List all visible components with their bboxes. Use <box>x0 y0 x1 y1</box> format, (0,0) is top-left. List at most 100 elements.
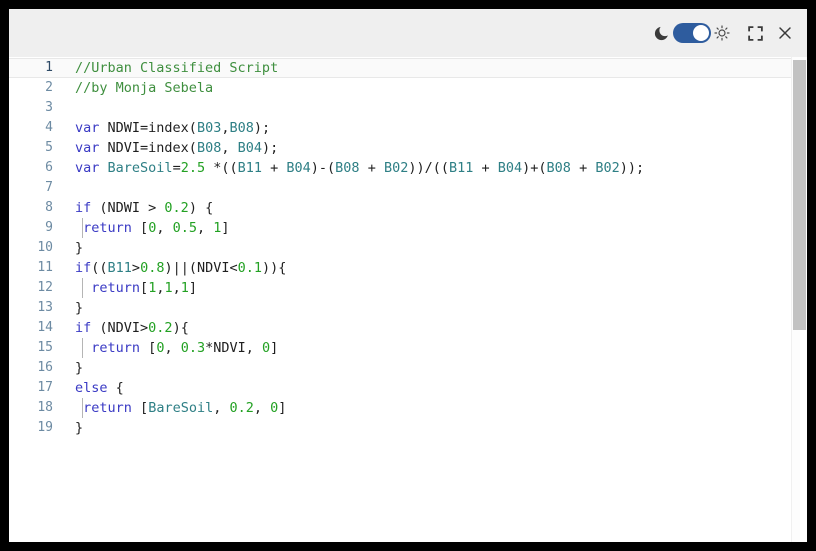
theme-toggle-knob <box>693 25 709 41</box>
script-editor-window: 1 //Urban Classified Script 2 //by Monja Se… <box>9 9 807 542</box>
code-token: ))/(( <box>408 160 449 176</box>
code-token: B04 <box>286 160 311 176</box>
editor-row: 4 var NDWI=index(B03,B08); <box>9 118 807 138</box>
editor-row: 15 return [0, 0.3*NDVI, 0] <box>9 338 807 358</box>
close-button[interactable] <box>777 25 793 41</box>
line-number: 6 <box>45 160 53 175</box>
code-token: B03 <box>196 120 222 136</box>
indent-guide-line <box>82 218 83 238</box>
code-token: *(( <box>205 160 238 176</box>
code-token: 0.2 <box>148 320 173 336</box>
code-token: , <box>172 280 181 296</box>
editor-row: 9 return [0, 0.5, 1] <box>9 218 807 238</box>
code-line[interactable]: return [0, 0.5, 1] <box>75 218 807 238</box>
scrollbar-thumb[interactable] <box>793 60 806 330</box>
code-token: //by Monja Sebela <box>75 80 214 96</box>
code-line[interactable]: } <box>75 418 807 438</box>
code-editor[interactable]: 1 //Urban Classified Script 2 //by Monja Se… <box>9 57 807 542</box>
code-token: 1 <box>164 280 173 296</box>
code-token: + <box>570 160 596 176</box>
line-number: 2 <box>45 80 53 95</box>
code-line[interactable]: if (NDWI > 0.2) { <box>75 198 807 218</box>
code-token: , <box>156 280 165 296</box>
fullscreen-button[interactable] <box>747 25 764 42</box>
code-line[interactable] <box>75 178 807 198</box>
editor-row: 17 else { <box>9 378 807 398</box>
code-token: )||(NDVI< <box>164 260 238 276</box>
code-line[interactable]: else { <box>75 378 807 398</box>
code-token: , <box>213 400 230 416</box>
code-token: BareSoil <box>148 400 214 416</box>
editor-row: 6 var BareSoil=2.5 *((B11 + B04)-(B08 + B… <box>9 158 807 178</box>
code-token: B11 <box>448 160 474 176</box>
code-token: B11 <box>107 260 132 276</box>
moon-icon[interactable] <box>653 25 670 42</box>
code-token: [ <box>140 340 157 356</box>
code-token: if <box>75 200 92 216</box>
theme-toggle[interactable] <box>673 23 711 43</box>
line-number: 7 <box>45 180 53 195</box>
code-token: //Urban Classified Script <box>75 60 279 76</box>
editor-row: 12 return[1,1,1] <box>9 278 807 298</box>
code-line[interactable]: return [BareSoil, 0.2, 0] <box>75 398 807 418</box>
code-token: NDVI=index( <box>99 140 197 156</box>
code-token: { <box>107 380 124 396</box>
code-token: else <box>75 380 108 396</box>
code-token: B04 <box>497 160 523 176</box>
code-line[interactable]: var BareSoil=2.5 *((B11 + B04)-(B08 + B0… <box>75 158 807 178</box>
editor-row: 14 if (NDVI>0.2){ <box>9 318 807 338</box>
code-token: ] <box>221 220 230 236</box>
code-token: B02 <box>383 160 409 176</box>
line-number: 17 <box>37 380 53 395</box>
code-line[interactable]: return[1,1,1] <box>75 278 807 298</box>
code-token: + <box>262 160 287 176</box>
code-token: if <box>75 260 92 276</box>
code-line[interactable]: //Urban Classified Script <box>75 59 807 77</box>
code-token: 0.5 <box>172 220 197 236</box>
code-line[interactable]: } <box>75 358 807 378</box>
code-line[interactable]: //by Monja Sebela <box>75 78 807 98</box>
code-token: var <box>75 140 100 156</box>
code-token: , <box>221 140 238 156</box>
scrollbar-track[interactable] <box>791 57 807 542</box>
code-token: var <box>75 160 100 176</box>
code-line[interactable]: if (NDVI>0.2){ <box>75 318 807 338</box>
code-token: } <box>75 300 84 316</box>
code-line[interactable]: var NDVI=index(B08, B04); <box>75 138 807 158</box>
code-token: , <box>156 220 173 236</box>
code-token: , <box>221 120 230 136</box>
code-token: return <box>91 340 141 356</box>
editor-row: 1 //Urban Classified Script <box>9 58 807 78</box>
line-number: 16 <box>37 360 53 375</box>
code-line[interactable]: var NDWI=index(B03,B08); <box>75 118 807 138</box>
line-number: 1 <box>45 60 53 75</box>
code-token: 0 <box>156 340 165 356</box>
code-line[interactable]: if((B11>0.8)||(NDVI<0.1)){ <box>75 258 807 278</box>
code-token: 0 <box>270 400 279 416</box>
code-token: B04 <box>237 140 262 156</box>
code-token: } <box>75 420 84 436</box>
line-number: 9 <box>45 220 53 235</box>
code-line[interactable]: } <box>75 298 807 318</box>
code-line[interactable] <box>75 98 807 118</box>
code-token: (( <box>91 260 108 276</box>
code-token: B02 <box>595 160 620 176</box>
code-token: return <box>91 280 141 296</box>
line-number: 14 <box>37 320 53 335</box>
code-token <box>75 280 91 296</box>
code-token: ); <box>253 120 271 136</box>
code-token: 1 <box>213 220 222 236</box>
code-token: ){ <box>172 320 189 336</box>
code-token: return <box>83 400 132 416</box>
sun-icon[interactable] <box>714 25 730 41</box>
code-token: ) { <box>188 200 214 216</box>
code-line[interactable]: return [0, 0.3*NDVI, 0] <box>75 338 807 358</box>
line-number: 4 <box>45 120 53 135</box>
code-line[interactable]: } <box>75 238 807 258</box>
line-number: 5 <box>45 140 53 155</box>
code-token: B11 <box>237 160 262 176</box>
code-token: )){ <box>262 260 287 276</box>
editor-row: 13} <box>9 298 807 318</box>
code-token: [ <box>131 400 149 416</box>
